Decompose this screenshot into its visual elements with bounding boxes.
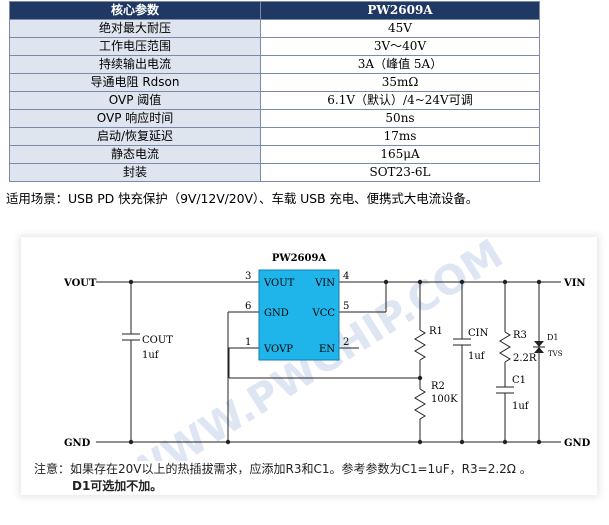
pin-number: 5: [343, 301, 349, 312]
value-cell: 3A（峰值 5A）: [260, 55, 540, 74]
r3-value: 2.2R: [513, 353, 537, 364]
net-gnd-left-label: GND: [64, 438, 91, 449]
r1-name: R1: [429, 326, 443, 337]
param-cell: 导通电阻 Rdson: [9, 73, 261, 92]
pin-vovp-label: VOVP: [263, 344, 293, 355]
c1-name: C1: [512, 375, 526, 386]
pin-number: 1: [245, 337, 251, 348]
value-cell: 17ms: [260, 127, 540, 146]
param-cell: 封装: [9, 163, 261, 182]
pin-vcc-label: VCC: [311, 308, 335, 319]
d1-name: D1: [547, 333, 559, 342]
param-cell: OVP 响应时间: [9, 109, 261, 128]
value-cell: 165μA: [260, 145, 540, 164]
r2-value: 100K: [431, 394, 458, 405]
table-header-row: 核心参数 PW2609A: [9, 1, 540, 20]
pin-vin-label: VIN: [314, 278, 335, 289]
ic-body: [258, 269, 340, 361]
schematic-diagram: WWW.PWCHIP.COM: [63, 237, 591, 461]
net-vin-label: VIN: [563, 278, 586, 289]
param-cell: 静态电流: [9, 145, 261, 164]
note-line-2: D1可选加不加。: [72, 479, 163, 493]
value-cell: SOT23-6L: [260, 163, 540, 182]
param-cell: OVP 阈值: [9, 91, 261, 110]
value-cell: 35mΩ: [260, 73, 540, 92]
cin-value: 1uf: [468, 351, 486, 362]
pin-gnd-label: GND: [264, 308, 289, 319]
value-cell: 6.1V（默认）/4~24V可调: [260, 91, 540, 110]
r2-name: R2: [431, 381, 445, 392]
pin-number: 2: [343, 337, 349, 348]
value-cell: 3V～40V: [260, 37, 540, 56]
note-line-1: 注意：如果存在20V以上的热插拔需求，应添加R3和C1。参考参数为C1=1uF，…: [34, 462, 532, 476]
net-gnd-right-label: GND: [564, 438, 591, 449]
param-cell: 持续输出电流: [9, 55, 261, 74]
d1-value: TVS: [548, 350, 563, 358]
pin-number: 6: [245, 301, 251, 312]
schematic-card: WWW.PWCHIP.COM: [21, 237, 597, 495]
cout-name: COUT: [142, 335, 173, 346]
value-cell: 45V: [260, 19, 540, 38]
r3-name: R3: [513, 330, 527, 341]
ic-name: PW2609A: [272, 253, 327, 264]
param-cell: 启动/恢复延迟: [9, 127, 261, 146]
param-cell: 工作电压范围: [9, 37, 261, 56]
pin-en-label: EN: [319, 344, 335, 355]
header-value: PW2609A: [260, 1, 540, 20]
c1-value: 1uf: [512, 401, 530, 412]
pin-number: 4: [343, 271, 349, 282]
cout-value: 1uf: [142, 350, 160, 361]
param-cell: 绝对最大耐压: [9, 19, 261, 38]
usage-scenarios: 适用场景：USB PD 快充保护（9V/12V/20V）、车载 USB 充电、便…: [6, 191, 479, 206]
value-cell: 50ns: [260, 109, 540, 128]
cin-name: CIN: [468, 328, 489, 339]
pin-vout-label: VOUT: [263, 278, 295, 289]
pin-number: 3: [245, 271, 251, 282]
note-text: 注意：如果存在20V以上的热插拔需求，应添加R3和C1。参考参数为C1=1uF，…: [34, 461, 594, 495]
net-vout-label: VOUT: [63, 278, 97, 289]
header-param: 核心参数: [9, 1, 261, 20]
